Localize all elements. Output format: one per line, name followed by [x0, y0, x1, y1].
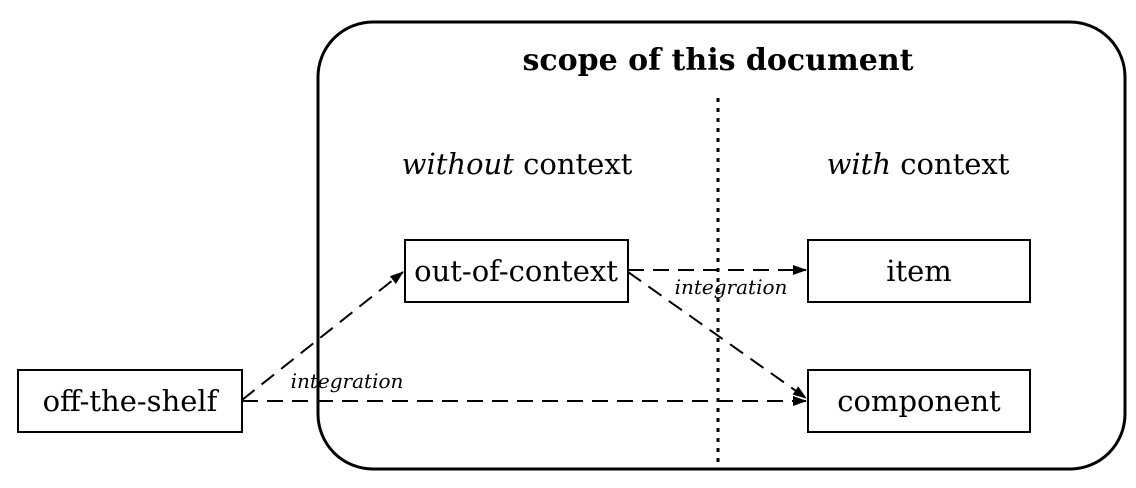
node-off-the-shelf-box	[17, 369, 243, 433]
arrow-offshelf-to-outofcontext	[241, 271, 404, 401]
arrow-outofcontext-to-component	[627, 271, 807, 399]
node-component-label: component	[837, 384, 1001, 418]
node-component-box	[807, 369, 1031, 433]
node-out-of-context-box	[404, 239, 629, 303]
node-off-the-shelf-label: off-the-shelf	[43, 384, 220, 418]
node-item-box	[807, 239, 1031, 303]
edge-label-integration-upper: integration	[675, 275, 788, 299]
scope-container	[316, 20, 1127, 471]
node-out-of-context-label: out-of-context	[414, 254, 618, 288]
node-item-label: item	[886, 254, 952, 288]
column-heading-with-context: with context	[827, 147, 1010, 181]
scope-title: scope of this document	[523, 43, 914, 78]
column-heading-without-context: without context	[402, 147, 633, 181]
edge-label-integration-lower: integration	[291, 369, 404, 393]
